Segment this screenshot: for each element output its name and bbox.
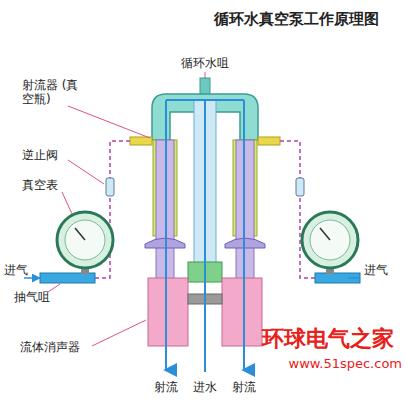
jet-flow-right <box>243 100 245 370</box>
jet-label: 射流 <box>232 380 256 394</box>
inlet-label: 进气 <box>364 263 388 277</box>
inlet-label: 进气 <box>4 263 28 277</box>
left-stub <box>130 137 152 145</box>
leader-lines <box>48 72 205 346</box>
ejector-label: 射流器 (真空瓶) <box>22 78 80 107</box>
left-check-valve <box>106 178 114 196</box>
nozzle-label: 循环水咀 <box>181 56 229 70</box>
left-gauge <box>57 212 113 268</box>
check-valve-label: 逆止阀 <box>22 148 58 162</box>
diagram-title: 循环水真空泵工作原理图 <box>214 10 379 28</box>
left-silencer <box>148 278 188 346</box>
right-gauge <box>302 212 358 268</box>
top-flow <box>166 99 244 101</box>
right-stub <box>258 137 280 145</box>
water-inflow <box>204 100 206 372</box>
water-in-label: 进水 <box>193 380 217 394</box>
left-inlet-arrow <box>24 277 40 279</box>
jet-flow-left <box>165 100 167 370</box>
left-gauge-needle <box>75 228 85 240</box>
right-gauge-dial <box>310 220 350 260</box>
watermark: 环球电气之家 <box>262 326 394 352</box>
right-inlet-arrow <box>348 277 360 279</box>
gauge-label: 真空表 <box>22 178 58 192</box>
suction-nozzle-label: 抽气咀 <box>14 290 50 304</box>
jet-label: 射流 <box>154 380 178 394</box>
right-silencer <box>222 278 262 346</box>
silencer-label: 流体消声器 <box>20 340 80 354</box>
left-inlet-pipe <box>40 273 95 283</box>
right-check-valve <box>296 178 304 196</box>
left-gauge-dial <box>65 220 105 260</box>
right-gauge-needle <box>320 228 330 240</box>
right-inlet-pipe <box>315 273 360 283</box>
watermark-url: www.51spec.com <box>289 356 402 372</box>
